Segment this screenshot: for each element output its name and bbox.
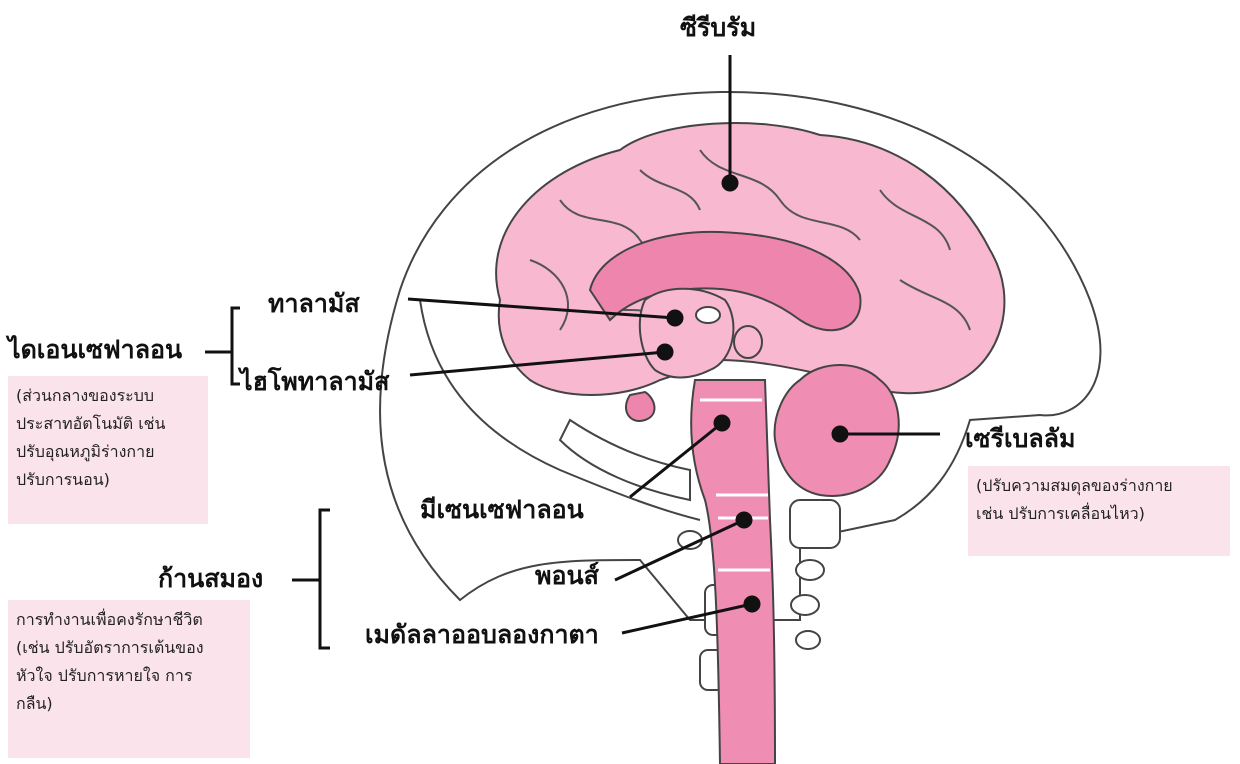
- note-cerebellum: (ปรับความสมดุลของร่างกาย เช่น ปรับการเคล…: [968, 466, 1230, 556]
- pituitary-shape: [626, 392, 654, 421]
- thalamus-shape: [696, 307, 720, 323]
- note-line: กลืน): [16, 690, 242, 718]
- diencephalon-shape: [640, 289, 734, 378]
- label-cerebellum: เซรีเบลลัม: [965, 425, 1075, 453]
- note-line: ปรับอุณหภูมิร่างกาย: [16, 438, 200, 466]
- note-line: (ส่วนกลางของระบบ: [16, 382, 200, 410]
- label-pons: พอนส์: [535, 562, 599, 590]
- note-brainstem: การทำงานเพื่อคงรักษาชีวิต (เช่น ปรับอัตร…: [8, 600, 250, 758]
- note-line: (ปรับความสมดุลของร่างกาย: [976, 472, 1222, 500]
- label-mesencephalon: มีเซนเซฟาลอน: [420, 496, 584, 524]
- label-medulla: เมดัลลาออบลองกาตา: [365, 621, 599, 649]
- label-thalamus: ทาลามัส: [268, 290, 360, 318]
- label-hypothalamus: ไฮโพทาลามัส: [240, 368, 389, 396]
- brackets: [205, 308, 330, 648]
- note-line: การทำงานเพื่อคงรักษาชีวิต: [16, 606, 242, 634]
- note-line: (เช่น ปรับอัตราการเต้นของ: [16, 634, 242, 662]
- note-diencephalon: (ส่วนกลางของระบบ ประสาทอัตโนมัติ เช่น ปร…: [8, 376, 208, 524]
- label-brainstem: ก้านสมอง: [158, 565, 263, 593]
- pineal-shape: [734, 326, 762, 358]
- note-line: เช่น ปรับการเคลื่อนไหว): [976, 500, 1222, 528]
- note-line: ปรับการนอน): [16, 466, 200, 494]
- label-cerebrum: ซีรีบรัม: [680, 14, 756, 42]
- note-line: ประสาทอัตโนมัติ เช่น: [16, 410, 200, 438]
- note-line: หัวใจ ปรับการหายใจ การ: [16, 662, 242, 690]
- label-diencephalon: ไดเอนเซฟาลอน: [8, 336, 182, 364]
